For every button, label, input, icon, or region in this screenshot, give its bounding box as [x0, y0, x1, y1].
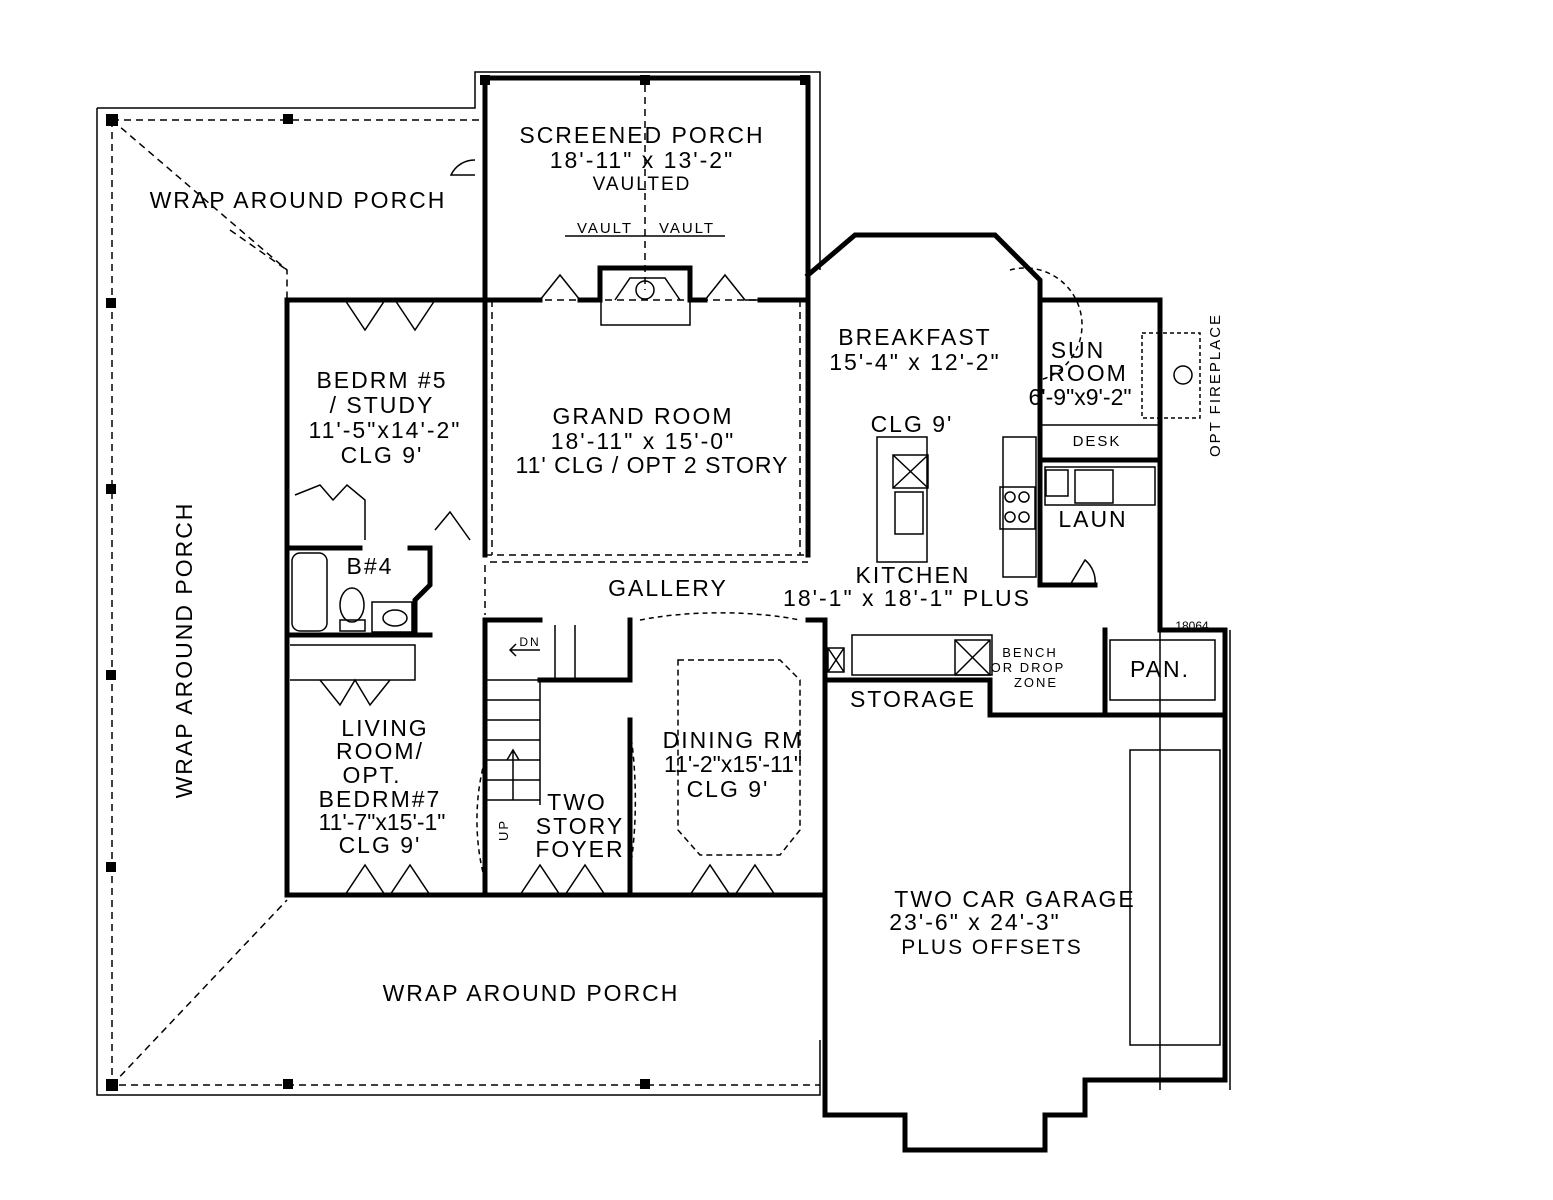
- foyer-label-2: STORY: [536, 813, 624, 839]
- gallery-label: GALLERY: [608, 575, 728, 601]
- screened-porch-size: 18'-11" x 13'-2": [550, 147, 735, 173]
- garage-label: TWO CAR GARAGE: [894, 886, 1135, 912]
- kitchen-size: 18'-1" x 18'-1" PLUS: [783, 585, 1031, 611]
- vault-right-label: VAULT: [659, 220, 715, 237]
- bedroom5-size: 11'-5"x14'-2": [309, 417, 462, 443]
- sun-room-size: 6'-9"x9'-2": [1028, 384, 1131, 410]
- dining-ceiling: CLG 9': [687, 776, 770, 802]
- stair-down-label: DN: [519, 635, 540, 649]
- foyer-label-3: FOYER: [535, 836, 624, 862]
- garage-offsets: PLUS OFFSETS: [901, 936, 1083, 959]
- laundry-label: LAUN: [1058, 506, 1127, 532]
- bath4-label: B#4: [347, 553, 394, 579]
- bench-label-2: OR DROP: [991, 660, 1066, 675]
- breakfast-label: BREAKFAST: [838, 324, 991, 350]
- bedroom5-label: BEDRM #5: [316, 367, 447, 393]
- wrap-porch-side-label: WRAP AROUND PORCH: [171, 502, 197, 799]
- living-room-label: LIVING: [341, 715, 428, 741]
- sun-room-label: SUN: [1051, 337, 1106, 363]
- living-room-ceiling: CLG 9': [339, 832, 422, 858]
- desk-label: DESK: [1073, 433, 1122, 450]
- foyer-label: TWO: [547, 789, 607, 815]
- bedroom5-sub: / STUDY: [330, 392, 435, 418]
- grand-room-size: 18'-11" x 15'-0": [551, 428, 736, 454]
- dining-size: 11'-2"x15'-11": [664, 751, 802, 777]
- breakfast-size: 15'-4" x 12'-2": [829, 349, 1000, 375]
- wrap-porch-top-label: WRAP AROUND PORCH: [150, 187, 447, 213]
- stair-up-label: UP: [496, 819, 511, 841]
- wrap-porch-bottom-label: WRAP AROUND PORCH: [383, 980, 680, 1006]
- vault-left-label: VAULT: [577, 220, 633, 237]
- doors: [290, 267, 1096, 896]
- living-room-label-2: ROOM/: [336, 738, 424, 764]
- dining-label: DINING RM: [663, 727, 804, 753]
- kitchen-ceiling: CLG 9': [871, 411, 954, 437]
- screened-porch-ceiling: VAULTED: [593, 174, 692, 195]
- bench-label-3: ZONE: [1014, 675, 1058, 690]
- pantry-label: PAN.: [1130, 656, 1190, 682]
- grand-room-ceiling: 11' CLG / OPT 2 STORY: [516, 452, 789, 478]
- living-room-label-3: OPT.: [342, 762, 401, 788]
- sun-room-label-2: ROOM: [1048, 360, 1128, 386]
- bench-label: BENCH: [1002, 645, 1058, 660]
- opt-fireplace-label: OPT FIREPLACE: [1207, 313, 1224, 457]
- staircase: [485, 625, 576, 805]
- living-room-label-4: BEDRM#7: [319, 786, 442, 812]
- garage-size: 23'-6" x 24'-3": [889, 909, 1060, 935]
- storage-label: STORAGE: [850, 686, 976, 712]
- house-walls: [284, 232, 1231, 1153]
- living-room-size: 11'-7"x15'-1": [319, 809, 446, 835]
- fixtures: [291, 332, 1216, 856]
- bedroom5-ceiling: CLG 9': [341, 442, 424, 468]
- screened-porch-label: SCREENED PORCH: [519, 122, 764, 148]
- kitchen-label: KITCHEN: [856, 562, 971, 588]
- room-labels: SCREENED PORCH 18'-11" x 13'-2" VAULTED …: [150, 122, 1224, 1006]
- screened-porch-walls: [449, 75, 811, 326]
- grand-room-label: GRAND ROOM: [553, 403, 734, 429]
- plan-number: 18064: [1175, 619, 1209, 633]
